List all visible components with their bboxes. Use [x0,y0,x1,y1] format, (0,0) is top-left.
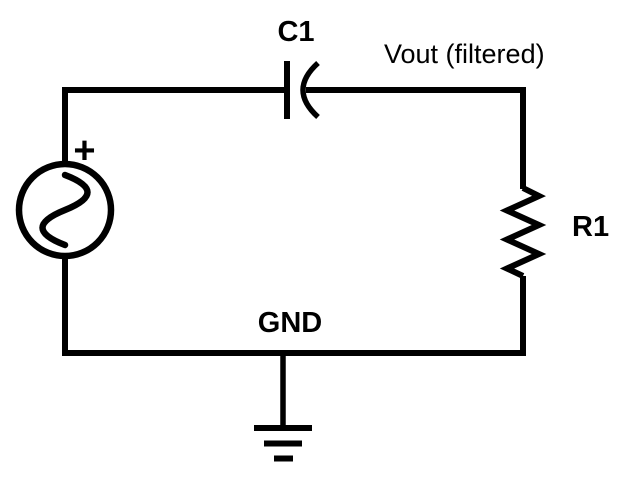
wire-output-node [306,87,526,189]
wire-source-to-capacitor [62,87,285,166]
capacitor-icon [284,60,320,120]
earth-ground-icon [254,351,312,462]
capacitor-plate-curved [300,60,320,120]
sine-wave-icon [39,171,91,249]
output-node-label: Vout (filtered) [384,39,545,69]
ground-node-label: GND [258,307,322,339]
capacitor-label: C1 [277,16,314,48]
resistor-label: R1 [572,211,609,243]
source-polarity-label: + [73,130,95,172]
wire-ground-bus [62,254,526,356]
resistor-icon [499,185,547,279]
ac-voltage-source-icon [15,160,115,260]
